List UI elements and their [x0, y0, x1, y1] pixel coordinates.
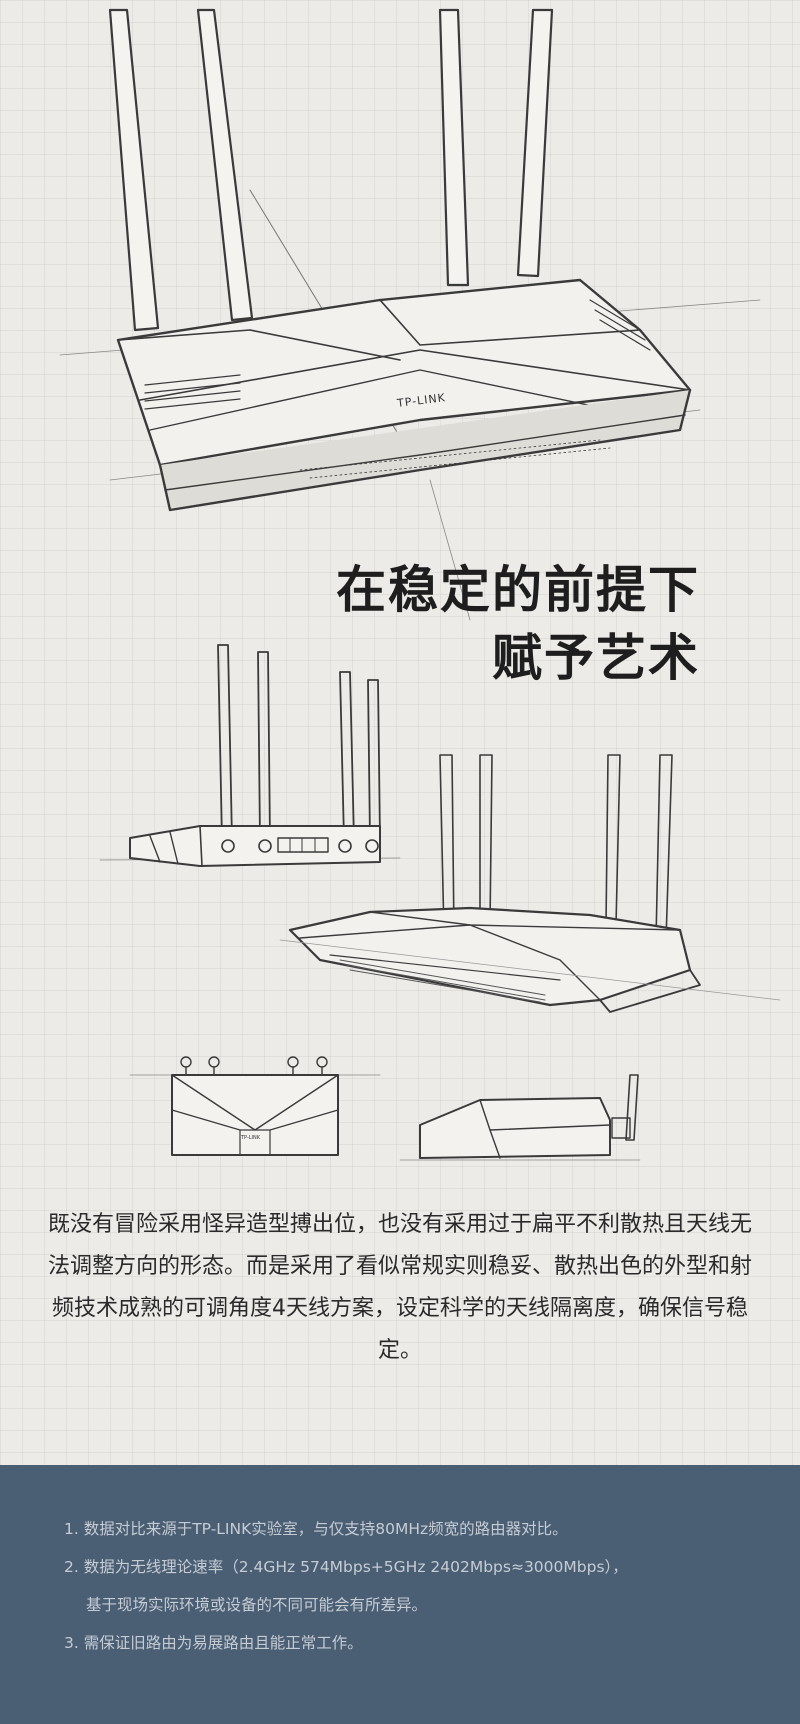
footnote-1: 1. 数据对比来源于TP-LINK实验室，与仅支持80MHz频宽的路由器对比。: [64, 1520, 568, 1538]
footnote-2-continuation: 基于现场实际环境或设备的不同可能会有所差异。: [86, 1596, 428, 1614]
router-sketch-illustrations: [59, 8, 781, 1161]
headline-line-2: 赋予艺术: [492, 629, 700, 687]
footnotes-list: 1. 数据对比来源于TP-LINK实验室，与仅支持80MHz频宽的路由器对比。 …: [64, 1510, 628, 1662]
headline: 在稳定的前提下 赋予艺术: [336, 556, 700, 692]
footnote-3: 3. 需保证旧路由为易展路由且能正常工作。: [64, 1634, 363, 1652]
side-view-router-sketch: [99, 644, 401, 867]
footnotes-panel: [0, 1465, 800, 1724]
side-flat-router-sketch: [399, 1074, 641, 1161]
front-view-router-sketch: [129, 1056, 381, 1156]
front-view-logo: TP-LINK: [241, 1135, 261, 1141]
footnote-2: 2. 数据为无线理论速率（2.4GHz 574Mbps+5GHz 2402Mbp…: [64, 1558, 628, 1576]
front-three-quarter-router-sketch: [279, 754, 781, 1013]
hero-router-sketch: [59, 8, 761, 621]
body-paragraph: 既没有冒险采用怪异造型搏出位，也没有采用过于扁平不利散热且天线无法调整方向的形态…: [47, 1212, 752, 1363]
headline-line-1: 在稳定的前提下: [336, 561, 700, 619]
